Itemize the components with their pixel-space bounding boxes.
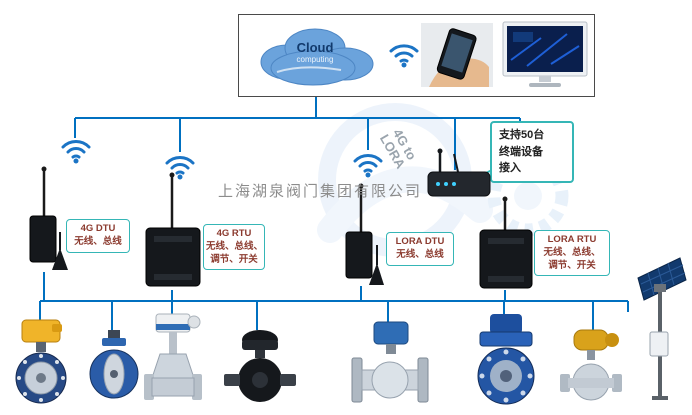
label-lora-dtu-title: LORA DTU bbox=[395, 236, 445, 247]
cloud-panel: Cloud computing bbox=[238, 14, 595, 97]
label-lora-rtu-title: LORA RTU bbox=[547, 234, 597, 245]
electric-butterfly-valve-yellow-actuator-icon bbox=[15, 319, 67, 404]
electric-ball-valve-black-icon bbox=[224, 330, 296, 402]
label-4g-rtu: 4G RTU 无线、总线、 调节、开关 bbox=[203, 224, 265, 271]
capacity-note: 支持50台 终端设备 接入 bbox=[490, 121, 574, 183]
label-lora-dtu-desc: 无线、总线 bbox=[396, 248, 444, 260]
solar-powered-monitoring-pole-icon bbox=[637, 257, 687, 400]
lora-router-device bbox=[427, 148, 491, 197]
monitor-photo bbox=[502, 21, 588, 87]
label-lora-rtu: LORA RTU 无线、总线、 调节、开关 bbox=[534, 230, 610, 277]
lora-dtu-device bbox=[345, 183, 384, 285]
cloud-shape bbox=[260, 28, 374, 86]
butterfly-valve-blue-body-icon bbox=[89, 330, 139, 399]
phone-user-photo bbox=[421, 23, 493, 87]
lora-rtu-device bbox=[479, 196, 533, 289]
label-lora-rtu-desc2: 调节、开关 bbox=[548, 259, 596, 271]
label-4g-dtu-desc: 无线、总线 bbox=[74, 235, 122, 247]
cloud-graphic: Cloud computing bbox=[249, 20, 381, 90]
rtu-4g-device bbox=[145, 172, 201, 287]
label-4g-rtu-desc1: 无线、总线、 bbox=[206, 240, 264, 252]
wifi-transmit-icon bbox=[389, 44, 419, 68]
electric-butterfly-valve-blue-large-icon bbox=[477, 314, 535, 405]
capacity-note-line2: 终端设备 bbox=[499, 145, 543, 158]
label-4g-dtu: 4G DTU 无线、总线 bbox=[66, 219, 130, 253]
capacity-note-line3: 接入 bbox=[499, 162, 521, 174]
dtu-4g-device bbox=[29, 166, 68, 270]
capacity-note-line1: 支持50台 bbox=[499, 129, 545, 141]
wifi-signal-icon-2 bbox=[165, 156, 195, 180]
label-4g-dtu-title: 4G DTU bbox=[80, 223, 116, 234]
wifi-signal-icon-1 bbox=[61, 140, 91, 164]
label-4g-rtu-title: 4G RTU bbox=[216, 228, 252, 239]
label-lora-rtu-desc1: 无线、总线、 bbox=[543, 246, 601, 258]
label-4g-rtu-desc2: 调节、开关 bbox=[210, 253, 258, 265]
label-lora-dtu: LORA DTU 无线、总线 bbox=[386, 232, 454, 266]
electric-globe-valve-gold-actuator-icon bbox=[560, 329, 622, 401]
electric-flanged-ball-valve-blue-actuator-icon bbox=[351, 321, 429, 403]
electric-gate-valve-white-actuator-icon bbox=[144, 313, 202, 400]
wifi-signal-icon-3 bbox=[353, 154, 383, 178]
